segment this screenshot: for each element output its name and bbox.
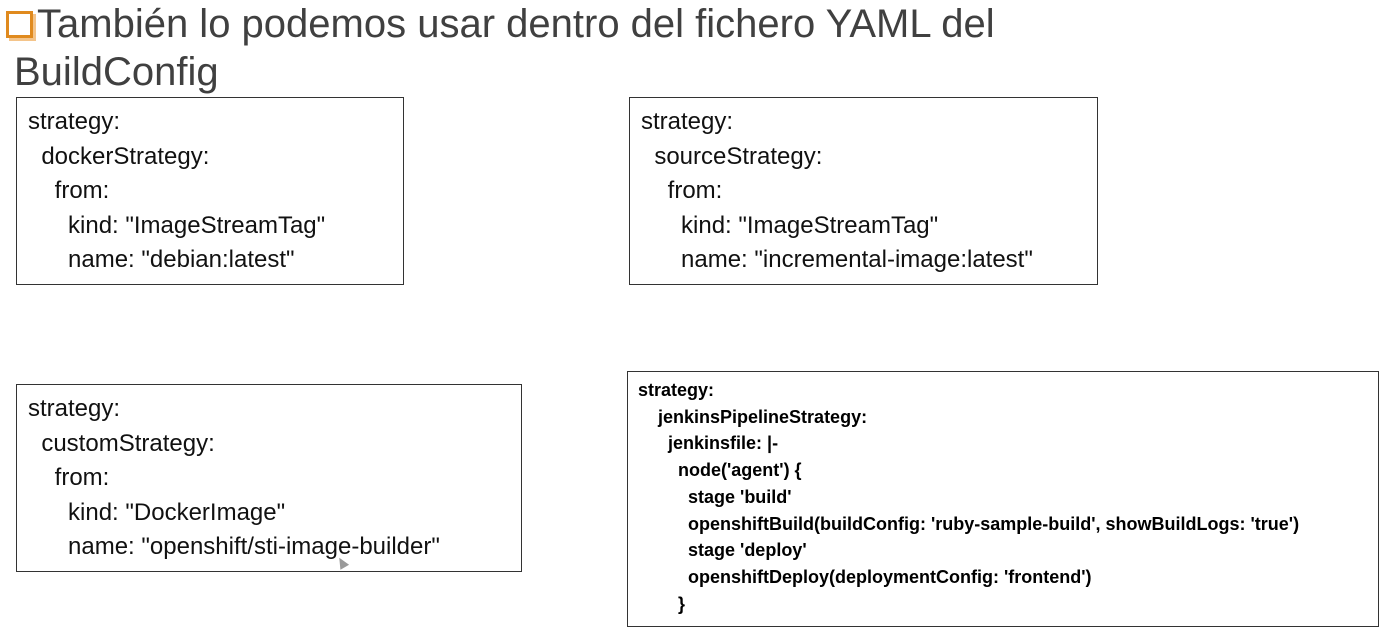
title-line-1: También lo podemos usar dentro del fiche…	[6, 0, 1106, 48]
jenkins-pipeline-strategy-code-box: strategy: jenkinsPipelineStrategy: jenki…	[627, 371, 1379, 627]
code-line: kind: "ImageStreamTag"	[641, 211, 939, 239]
docker-strategy-code-box: strategy: dockerStrategy: from: kind: "I…	[16, 97, 404, 285]
code-line: openshiftBuild(buildConfig: 'ruby-sample…	[638, 513, 1300, 534]
code-line: dockerStrategy:	[28, 142, 210, 170]
code-line: from:	[28, 177, 110, 204]
code-line: jenkinsPipelineStrategy:	[638, 406, 868, 427]
code-line: kind: "DockerImage"	[28, 498, 286, 526]
code-line: strategy:	[638, 380, 715, 400]
code-line: stage 'build'	[638, 486, 792, 507]
code-line: sourceStrategy:	[641, 142, 823, 170]
code-line: jenkinsfile: |-	[638, 433, 779, 454]
code-line: name: "incremental-image:latest"	[641, 246, 1033, 273]
code-line: strategy:	[28, 395, 121, 422]
code-line: strategy:	[641, 108, 734, 135]
slide-title: También lo podemos usar dentro del fiche…	[6, 0, 1106, 96]
code-line: customStrategy:	[28, 429, 215, 457]
code-line: openshiftDeploy(deploymentConfig: 'front…	[638, 566, 1092, 587]
code-line: kind: "ImageStreamTag"	[28, 211, 326, 239]
title-line-1-text: También lo podemos usar dentro del fiche…	[37, 2, 995, 46]
code-line: stage 'deploy'	[638, 540, 807, 561]
code-line: node('agent') {	[638, 460, 802, 481]
code-line: name: "debian:latest"	[28, 246, 295, 273]
code-line: from:	[28, 464, 110, 491]
code-line: name: "openshift/sti-image-builder"	[28, 533, 440, 560]
source-strategy-code-box: strategy: sourceStrategy: from: kind: "I…	[629, 97, 1098, 285]
title-line-2: BuildConfig	[14, 50, 219, 94]
square-bullet-icon	[6, 11, 33, 38]
custom-strategy-code-box: strategy: customStrategy: from: kind: "D…	[16, 384, 522, 572]
code-line: from:	[641, 177, 723, 204]
code-line: }	[638, 593, 686, 614]
code-line: strategy:	[28, 108, 121, 135]
